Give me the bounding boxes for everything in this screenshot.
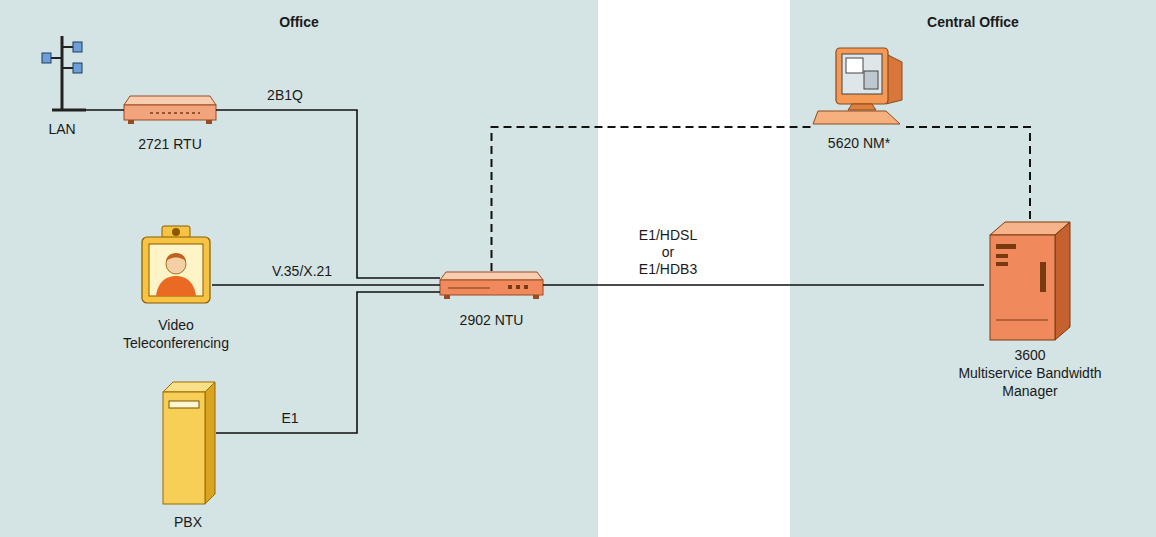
management-link (906, 127, 1030, 221)
icon-part (166, 253, 186, 262)
caption-box: PBX (174, 513, 202, 531)
icon-part (508, 285, 512, 289)
signal-line (212, 284, 440, 286)
video-camera-icon (142, 226, 210, 303)
icon-part (846, 58, 863, 73)
device-label: LAN (48, 120, 75, 138)
signal-line (216, 292, 440, 433)
pbx-icon (163, 382, 215, 504)
icon-part (124, 105, 216, 120)
icon-part (516, 285, 520, 289)
signal-line (86, 109, 124, 111)
icon-part (996, 244, 1016, 249)
icon-part (150, 112, 200, 114)
region-heading: Office (0, 0, 598, 31)
bandwidth-manager-icon (990, 222, 1070, 340)
icon-part (156, 276, 196, 296)
icon-part (52, 109, 86, 112)
caption-box: Video Teleconferencing (123, 316, 229, 352)
icon-part (205, 382, 215, 504)
device-label: 5620 NM* (828, 134, 890, 152)
icon-part (1040, 262, 1046, 292)
management-link (492, 127, 813, 271)
device-label: Video Teleconferencing (123, 316, 229, 352)
icon-part (996, 254, 1008, 258)
icon-part (73, 42, 82, 52)
device-label: 2721 RTU (138, 135, 202, 153)
icon-part (836, 48, 888, 104)
caption-box: LAN (48, 120, 75, 138)
icon-part (163, 392, 205, 504)
caption-box: 5620 NM* (828, 134, 890, 152)
icon-part (62, 67, 73, 69)
icon-part (444, 295, 450, 299)
icon-part (42, 53, 51, 63)
region-heading: Central Office (790, 0, 1156, 31)
icon-part (162, 226, 190, 238)
ntu-icon (440, 272, 543, 299)
icon-part (149, 244, 203, 296)
device-label: 3600 (944, 346, 1116, 364)
icon-part (448, 288, 490, 289)
icon-part (128, 120, 134, 124)
icon-part (172, 228, 180, 236)
icon-part (206, 120, 212, 124)
workstation-icon (813, 48, 902, 124)
icon-part (848, 104, 876, 110)
icon-part (50, 57, 62, 59)
icon-part (842, 54, 882, 94)
icon-part (524, 285, 528, 289)
signal-label: E1 (279, 410, 300, 427)
caption-box: 2902 NTU (460, 311, 524, 329)
icon-part (990, 235, 1055, 340)
icon-part (996, 262, 1008, 266)
device-label: Multiservice Bandwidth Manager (944, 364, 1116, 400)
icon-part (440, 280, 543, 295)
signal-label: V.35/X.21 (270, 263, 334, 280)
icon-part (62, 46, 73, 48)
signal-line (543, 284, 984, 286)
icon-part (864, 71, 878, 89)
icon-part (124, 96, 216, 105)
device-label: 2902 NTU (460, 311, 524, 329)
icon-part (533, 295, 539, 299)
rtu-icon (124, 96, 216, 124)
icon-part (440, 272, 543, 280)
icon-part (996, 320, 1048, 321)
signal-line (216, 110, 440, 278)
icon-part (813, 111, 900, 124)
caption-box: 3600Multiservice Bandwidth Manager (944, 346, 1116, 400)
caption-box: 2721 RTU (138, 135, 202, 153)
signal-label: 2B1Q (265, 87, 305, 104)
icon-part (169, 401, 199, 408)
signal-label: E1/HDSL or E1/HDB3 (637, 227, 699, 278)
lan-icon (42, 36, 86, 110)
icon-part (1055, 222, 1070, 340)
icon-part (73, 63, 82, 73)
icon-part (166, 254, 186, 274)
icon-part (142, 237, 210, 303)
device-label: PBX (174, 513, 202, 531)
